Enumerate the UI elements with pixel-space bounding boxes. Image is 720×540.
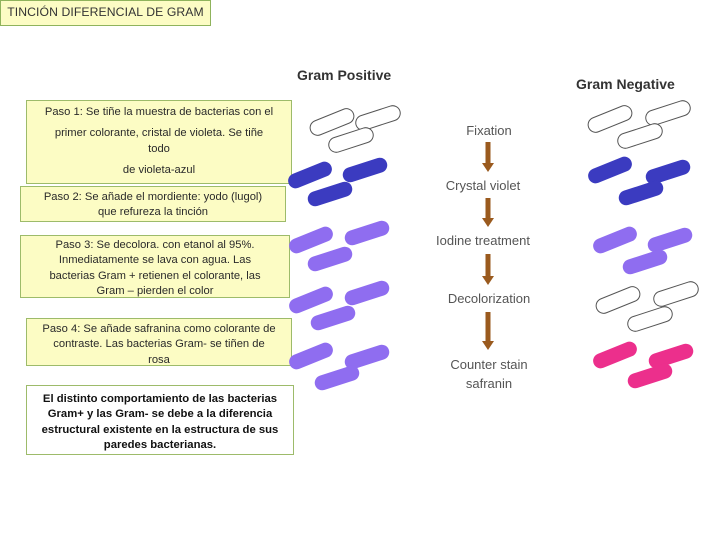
bacterium-rod bbox=[591, 339, 639, 370]
down-arrow-icon bbox=[482, 254, 494, 285]
bacterium-rod bbox=[286, 159, 334, 190]
gram-negative-decolorization-cells bbox=[594, 280, 700, 333]
gram-positive-iodine-cells bbox=[287, 219, 391, 273]
down-arrow-icon bbox=[482, 142, 494, 172]
bacterium-rod bbox=[341, 156, 389, 184]
bacterium-rod bbox=[626, 362, 674, 390]
gram-positive-decolorization-cells bbox=[287, 279, 391, 332]
stage-label-counter-stain-line-2: safranin bbox=[424, 374, 554, 393]
bacterium-rod bbox=[591, 224, 639, 255]
bacterium-rod bbox=[652, 280, 700, 308]
gram-negative-heading: Gram Negative bbox=[576, 76, 675, 92]
bacterium-rod bbox=[306, 180, 354, 208]
gram-positive-counter-stain-cells bbox=[287, 340, 391, 392]
stage-label-fixation: Fixation bbox=[424, 123, 554, 138]
bacterium-rod bbox=[586, 154, 634, 185]
bacterium-rod bbox=[616, 122, 664, 150]
stage-label-counter-stain-line-1: Counter stain bbox=[424, 355, 554, 374]
bacterium-rod bbox=[313, 364, 361, 392]
bacterium-rod bbox=[327, 126, 375, 154]
gram-negative-iodine-cells bbox=[591, 224, 694, 276]
bacterium-rod bbox=[287, 224, 335, 255]
bacterium-rod bbox=[343, 219, 391, 247]
bacterium-rod bbox=[621, 248, 669, 276]
stage-label-decolorization: Decolorization bbox=[424, 291, 554, 306]
bacterium-rod bbox=[626, 305, 674, 333]
bacterium-rod bbox=[647, 342, 695, 370]
stage-label-counter-stain: Counter stain safranin bbox=[424, 355, 554, 393]
gram-negative-crystal-violet-cells bbox=[586, 154, 692, 207]
bacterium-rod bbox=[594, 284, 642, 315]
bacterium-rod bbox=[617, 179, 665, 207]
bacterium-rod bbox=[354, 104, 402, 132]
stage-label-crystal-violet: Crystal violet bbox=[418, 178, 548, 193]
stage-label-iodine: Iodine treatment bbox=[418, 233, 548, 248]
down-arrow-icon bbox=[482, 198, 494, 227]
bacterium-rod bbox=[287, 284, 335, 315]
bacterium-rod bbox=[586, 103, 634, 134]
gram-positive-heading: Gram Positive bbox=[297, 67, 391, 83]
gram-negative-fixation-cells bbox=[586, 99, 692, 150]
down-arrow-icon bbox=[482, 312, 494, 350]
bacterium-rod bbox=[343, 279, 391, 307]
bacterium-rod bbox=[644, 99, 692, 127]
bacterium-rod bbox=[287, 340, 335, 371]
gram-positive-crystal-violet-cells bbox=[286, 156, 389, 208]
bacterium-rod bbox=[646, 226, 694, 254]
bacterium-rod bbox=[309, 304, 357, 332]
gram-negative-counter-stain-cells bbox=[591, 339, 695, 390]
gram-positive-fixation-cells bbox=[308, 104, 402, 154]
bacterium-rod bbox=[306, 245, 354, 273]
